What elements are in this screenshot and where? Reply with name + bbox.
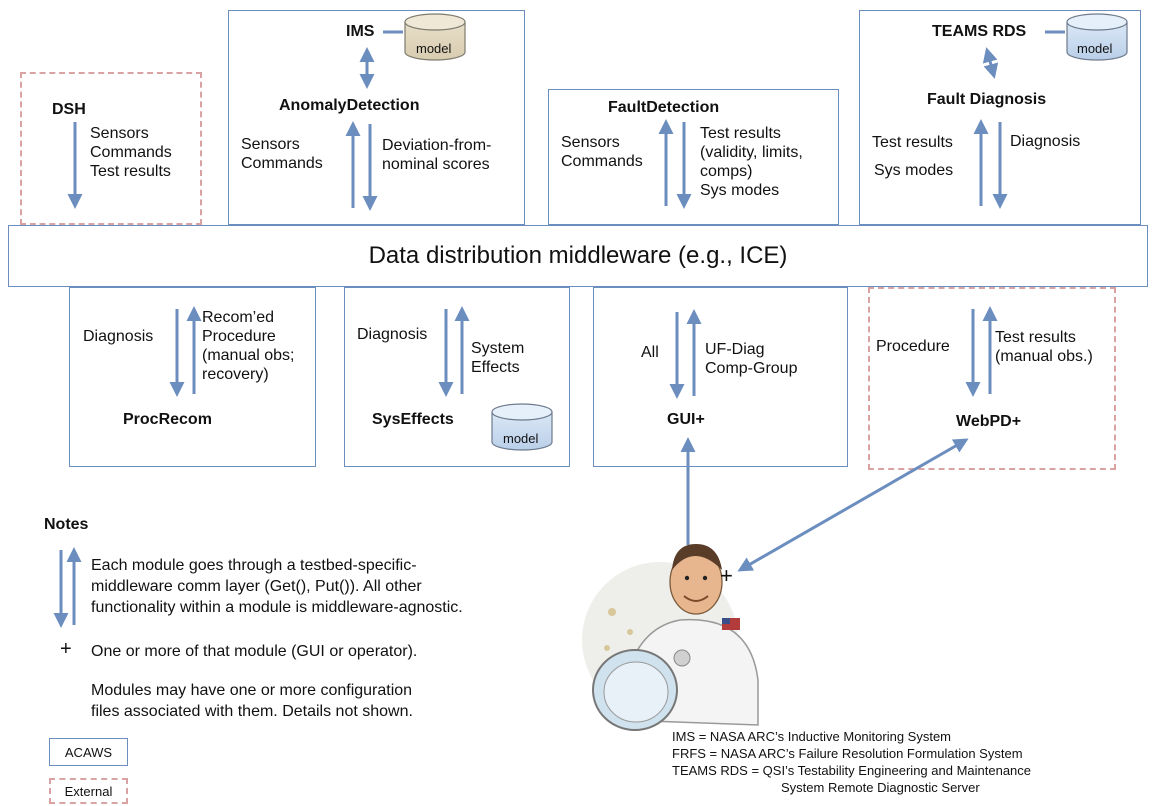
teams-db-model-label: model [1077, 41, 1113, 56]
footnote-teams-cont: System Remote Diagnostic Server [781, 780, 980, 795]
notes-plus-text: One or more of that module (GUI or opera… [91, 643, 418, 660]
fault-detection-box [548, 89, 839, 225]
anomaly-output-label: Deviation-from- nominal scores [382, 137, 492, 173]
ims-db-model-label: model [416, 41, 452, 56]
teams-rds-label: TEAMS RDS [932, 23, 1027, 40]
gui-output-label: UF-Diag Comp-Group [705, 341, 798, 377]
webpd-input-label: Procedure [876, 338, 950, 355]
anomaly-input-label: Sensors Commands [241, 136, 323, 172]
proc-recom-output-label: Recom’ed Procedure (manual obs; recovery… [202, 309, 295, 383]
middleware-bar: Data distribution middleware (e.g., ICE) [8, 225, 1148, 287]
dsh-box [20, 72, 202, 225]
notes-config-text: Modules may have one or more configurati… [91, 682, 413, 720]
gui-box [593, 287, 848, 467]
footnote-frfs: FRFS = NASA ARC’s Failure Resolution For… [672, 746, 1023, 761]
proc-recom-title: ProcRecom [123, 411, 212, 428]
notes-arrow-text: Each module goes through a testbed-speci… [91, 557, 463, 616]
webpd-box [868, 287, 1116, 470]
legend-external-label: External [64, 783, 113, 799]
fault-detection-input-label: Sensors Commands [561, 134, 643, 170]
webpd-output-label: Test results (manual obs.) [995, 329, 1093, 365]
legend-acaws-label: ACAWS [64, 744, 113, 760]
dsh-flow-label: Sensors Commands Test results [90, 125, 172, 180]
fault-diagnosis-input-label-2: Sys modes [874, 162, 954, 179]
fault-detection-title: FaultDetection [608, 99, 720, 116]
middleware-label: Data distribution middleware (e.g., ICE) [368, 242, 788, 269]
footnote-teams: TEAMS RDS = QSI’s Testability Engineerin… [672, 763, 1032, 778]
operator-plus-symbol: + [720, 563, 733, 588]
gui-title: GUI+ [667, 411, 705, 428]
ims-label: IMS [346, 23, 375, 40]
anomaly-detection-box [228, 10, 525, 225]
fault-detection-output-label: Test results (validity, limits, comps) S… [700, 125, 803, 199]
sys-effects-input-label: Diagnosis [357, 326, 428, 343]
anomaly-detection-title: AnomalyDetection [279, 97, 420, 114]
sys-effects-output-label: System Effects [471, 340, 525, 376]
sys-effects-db-model-label: model [503, 431, 539, 446]
proc-recom-input-label: Diagnosis [83, 328, 154, 345]
sys-effects-title: SysEffects [372, 411, 454, 428]
fault-diagnosis-title: Fault Diagnosis [927, 91, 1047, 108]
fault-diagnosis-input-label-1: Test results [872, 134, 953, 151]
legend-external: External [49, 778, 128, 804]
footnote-ims: IMS = NASA ARC’s Inductive Monitoring Sy… [672, 729, 952, 744]
webpd-title: WebPD+ [956, 413, 1022, 430]
fault-diagnosis-output-label: Diagnosis [1010, 133, 1081, 150]
notes-plus-symbol: + [60, 638, 72, 660]
gui-input-label: All [641, 344, 659, 361]
notes-heading: Notes [44, 516, 89, 533]
legend-acaws: ACAWS [49, 738, 128, 766]
dsh-title: DSH [52, 101, 86, 118]
